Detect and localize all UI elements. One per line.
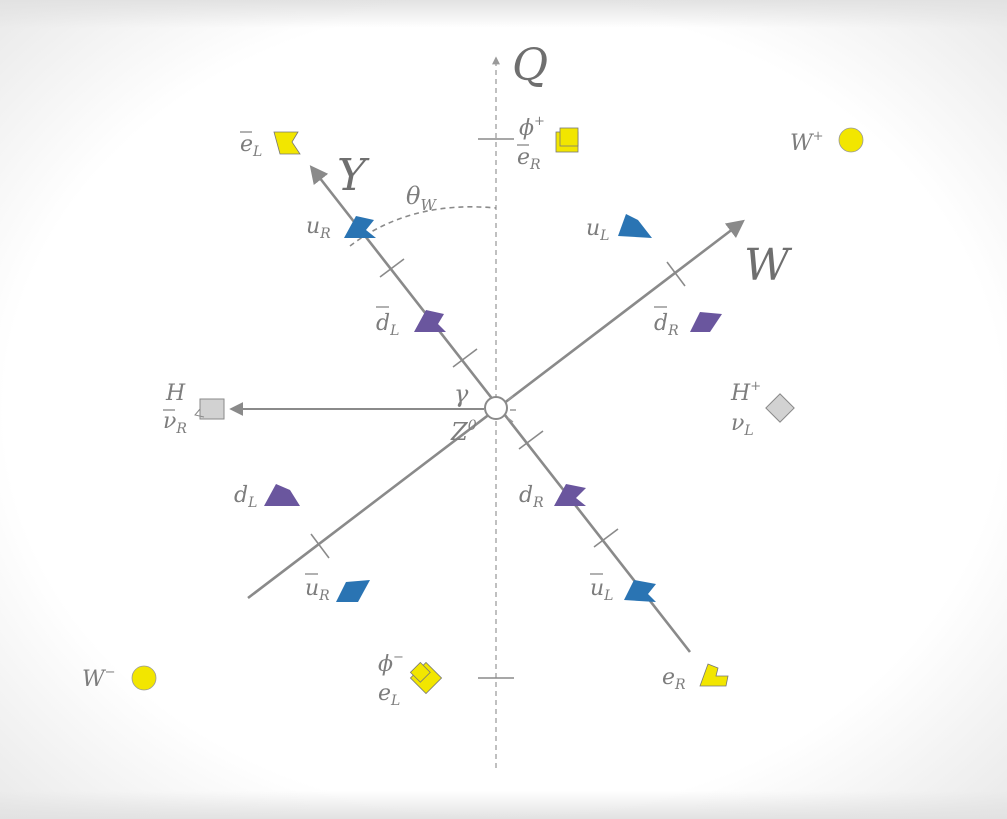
theta-w-label: θW [406,182,437,214]
d-r-icon [554,484,586,506]
w-axis-label: W [744,240,793,291]
label-w-plus: W+ [790,129,824,156]
w-minus-icon [131,665,157,691]
svg-text:eR: eR [517,145,541,173]
yellow-scalar-icon [409,661,443,695]
origin-circle [484,396,508,420]
label-e-r: eR [662,665,686,693]
label-nu-l: νL [731,411,754,439]
label-w-minus: W− [82,665,116,692]
gray-square-icon [194,398,225,420]
yellow-fermion-icon [273,131,301,155]
label-d-bar-r: dR [654,306,679,339]
u-r-icon [344,216,376,238]
svg-text:W−: W− [82,665,116,692]
label-phi-minus: ϕ− [378,650,404,677]
label-e-bar-l: eL [240,131,262,160]
svg-text:ϕ−: ϕ− [378,650,404,677]
svg-text:νL: νL [731,411,754,439]
label-nu-bar-r: νR [163,409,187,437]
origin-rays [507,395,516,423]
label-d-r: dR [519,483,544,511]
y-axis-tick [452,348,478,368]
u-bar-l-icon [624,580,656,602]
svg-text:eL: eL [240,132,262,160]
q-axis-label: Q [512,40,548,91]
svg-text:νR: νR [163,409,187,437]
label-d-bar-l: dL [376,306,399,339]
svg-text:dR: dR [654,311,679,339]
svg-text:H: H [165,381,186,406]
d-l-icon [264,484,300,506]
label-h-plus: H+ [730,379,761,406]
d-bar-l-icon [414,310,446,332]
label-u-bar-l: uL [590,573,613,604]
label-e-l: eL [378,681,400,709]
label-higgs: H [165,381,186,406]
label-u-l: uL [586,216,609,244]
svg-text:dR: dR [519,483,544,511]
e-r-icon [699,663,729,687]
gray-diamond-icon [765,393,795,423]
u-l-icon [618,214,652,238]
d-bar-r-icon [690,312,722,332]
svg-text:H+: H+ [730,379,761,406]
y-axis-tick [518,430,544,450]
w-axis-tick [310,533,330,559]
yellow-scalar-icon [555,127,579,153]
w-axis-tick [666,261,686,287]
svg-text:dL: dL [234,483,257,511]
u-bar-r-icon [336,580,370,602]
theta-arc [349,206,497,247]
y-axis-tick [593,528,619,548]
svg-text:uR: uR [306,214,331,242]
z-boson-label: Z0 [450,418,477,446]
label-u-r: uR [306,214,331,242]
svg-text:eL: eL [378,681,400,709]
svg-text:dL: dL [376,311,399,339]
label-e-bar-r: eR [517,144,541,173]
svg-text:uR: uR [305,576,330,604]
w-plus-icon [838,127,864,153]
photon-label: γ [454,380,469,408]
label-d-l: dL [234,483,257,511]
svg-text:W+: W+ [790,129,824,156]
svg-text:uL: uL [586,216,609,244]
y-axis-label: Y [337,150,370,201]
svg-text:uL: uL [590,576,613,604]
label-phi-plus: ϕ+ [519,114,545,141]
svg-text:eR: eR [662,665,686,693]
label-u-bar-r: uR [305,573,330,604]
y-axis-tick [379,258,405,278]
svg-text:ϕ+: ϕ+ [519,114,545,141]
